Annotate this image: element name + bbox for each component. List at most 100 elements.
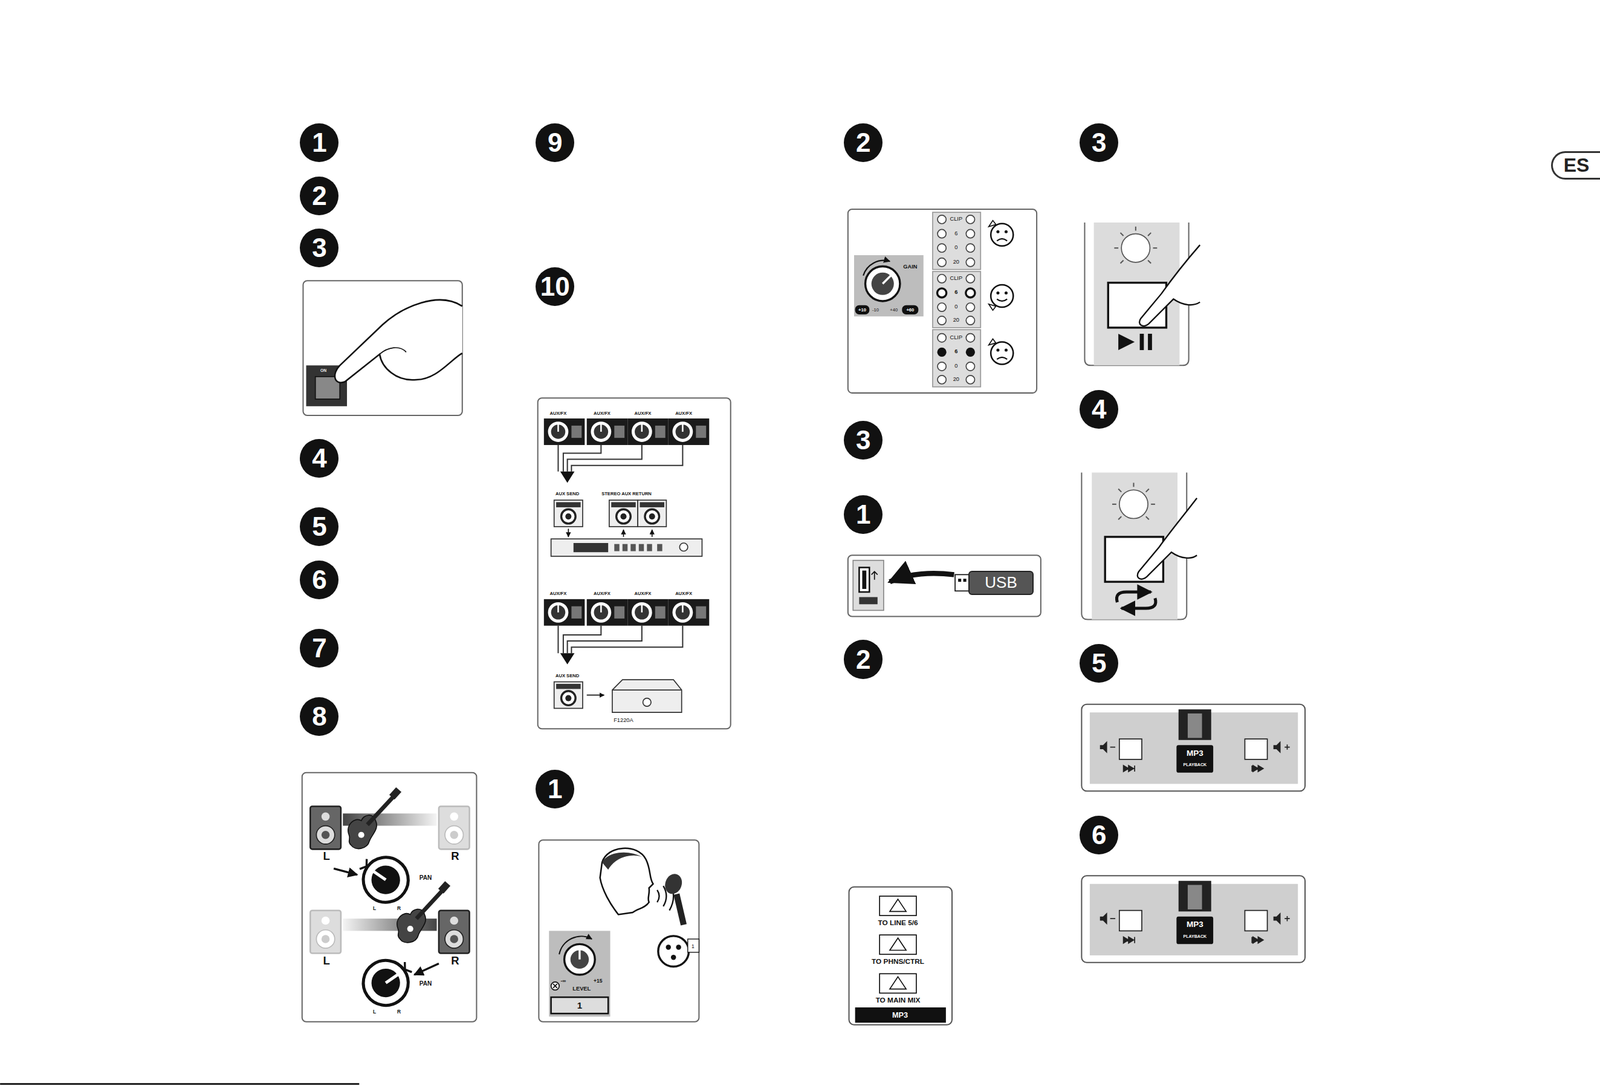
part-label: 0: [953, 244, 959, 251]
illustration-shape: [637, 499, 667, 527]
illustration-shape: [600, 848, 654, 915]
illustration-shape: [889, 937, 907, 950]
part-label: PLAYBACK: [1182, 934, 1208, 939]
illustration-shape: [965, 215, 975, 224]
callout-number: 1: [843, 495, 883, 534]
illustration-shape: [1118, 489, 1122, 493]
node-text: 9: [547, 127, 563, 158]
callout-number: 1: [299, 123, 339, 162]
usb-illustration: [848, 554, 1041, 616]
illustration-shape: [1121, 597, 1156, 609]
callout-number: 6: [1079, 815, 1119, 855]
illustration-shape: [666, 944, 671, 949]
illustration-shape: [965, 347, 975, 357]
part-label: L: [322, 954, 331, 966]
illustration-shape: [651, 529, 653, 537]
language-tab: ES: [1551, 151, 1600, 180]
part-label: 20: [952, 317, 960, 324]
part-label: 6: [953, 230, 959, 237]
illustration-shape: [348, 787, 402, 849]
illustration-shape: [1120, 232, 1124, 236]
illustration-shape: [1112, 482, 1156, 520]
part-label: AUX/FX: [549, 411, 568, 416]
part-label: AUX SEND: [554, 491, 580, 497]
illustration-shape: [668, 599, 710, 626]
illustration-shape: [937, 316, 946, 325]
part-label: +40: [889, 307, 899, 313]
illustration-shape: [687, 938, 700, 953]
illustration-shape: [609, 499, 638, 527]
part-label: 20: [952, 259, 960, 266]
repeat-illustration: [1081, 472, 1197, 620]
part-label: 1: [690, 942, 696, 949]
illustration-shape: [996, 230, 1000, 234]
illustration-shape: [965, 274, 975, 283]
illustration-shape: [852, 560, 884, 611]
callout-number: 10: [535, 267, 575, 306]
illustration-shape: [567, 528, 569, 537]
node-text: 3: [855, 424, 871, 456]
mp3-nav-panel: [1081, 704, 1306, 791]
illustration-shape: [302, 772, 477, 1022]
part-label: +60: [905, 307, 915, 313]
illustration-shape: [538, 839, 699, 1021]
part-label: R: [450, 850, 460, 862]
part-label: TO LINE 5/6: [877, 918, 919, 927]
part-label: AUX SEND: [554, 673, 580, 679]
illustration-shape: [849, 886, 953, 1025]
illustration-shape: [310, 910, 341, 954]
part-label: AUX/FX: [592, 411, 612, 416]
callout-number: 3: [299, 228, 339, 268]
illustration-shape: [990, 284, 1014, 308]
illustration-shape: [861, 570, 867, 589]
part-label: AUX/FX: [634, 411, 653, 416]
illustration-shape: [1118, 516, 1122, 520]
part-label: -∞: [559, 978, 567, 984]
usb-stick: USB: [968, 570, 1034, 596]
part-label: 0: [953, 363, 959, 370]
node-text: 1: [311, 127, 327, 158]
illustration-shape: [996, 291, 1000, 295]
illustration-shape: [965, 229, 975, 238]
illustration-shape: [658, 935, 690, 967]
footer-rule: [0, 1082, 360, 1085]
illustration-shape: [1146, 489, 1150, 493]
callout-number: 5: [1079, 643, 1119, 683]
illustration-shape: [889, 573, 954, 582]
illustration-shape: [548, 930, 610, 1017]
part-label: MP3: [1185, 748, 1205, 758]
illustration-shape: [551, 981, 560, 991]
illustration-shape: [638, 544, 644, 552]
part-label: R: [450, 954, 460, 966]
illustration-shape: [310, 805, 341, 849]
illustration-shape: [573, 542, 609, 552]
illustration-shape: [586, 599, 629, 626]
part-label: CLIP: [948, 334, 963, 341]
illustration-shape: [1004, 230, 1008, 234]
part-label: AUX/FX: [549, 591, 568, 597]
illustration-shape: [937, 288, 947, 298]
node-text: 3: [311, 232, 327, 263]
part-label: LEVEL: [571, 985, 592, 992]
illustration-shape: [630, 544, 636, 552]
illustration-shape: [354, 948, 421, 1014]
illustration-shape: [559, 935, 592, 954]
mp3-routing-panel: [849, 886, 953, 1025]
part-label: R: [396, 905, 402, 911]
illustration-shape: [676, 893, 684, 925]
illustration-shape: [1116, 591, 1151, 603]
illustration-shape: [1121, 233, 1150, 263]
part-label: 6: [953, 349, 959, 356]
illustration-shape: [560, 652, 575, 665]
node-text: 6: [311, 564, 327, 595]
pan-illustration: [302, 772, 477, 1022]
illustration-shape: [965, 375, 975, 384]
illustration-shape: [646, 544, 652, 552]
part-label: CLIP: [948, 216, 963, 223]
illustration-shape: [397, 880, 451, 943]
part-label: PLAYBACK: [1182, 762, 1208, 768]
illustration-shape: [657, 544, 662, 552]
part-label: ON: [319, 368, 328, 373]
